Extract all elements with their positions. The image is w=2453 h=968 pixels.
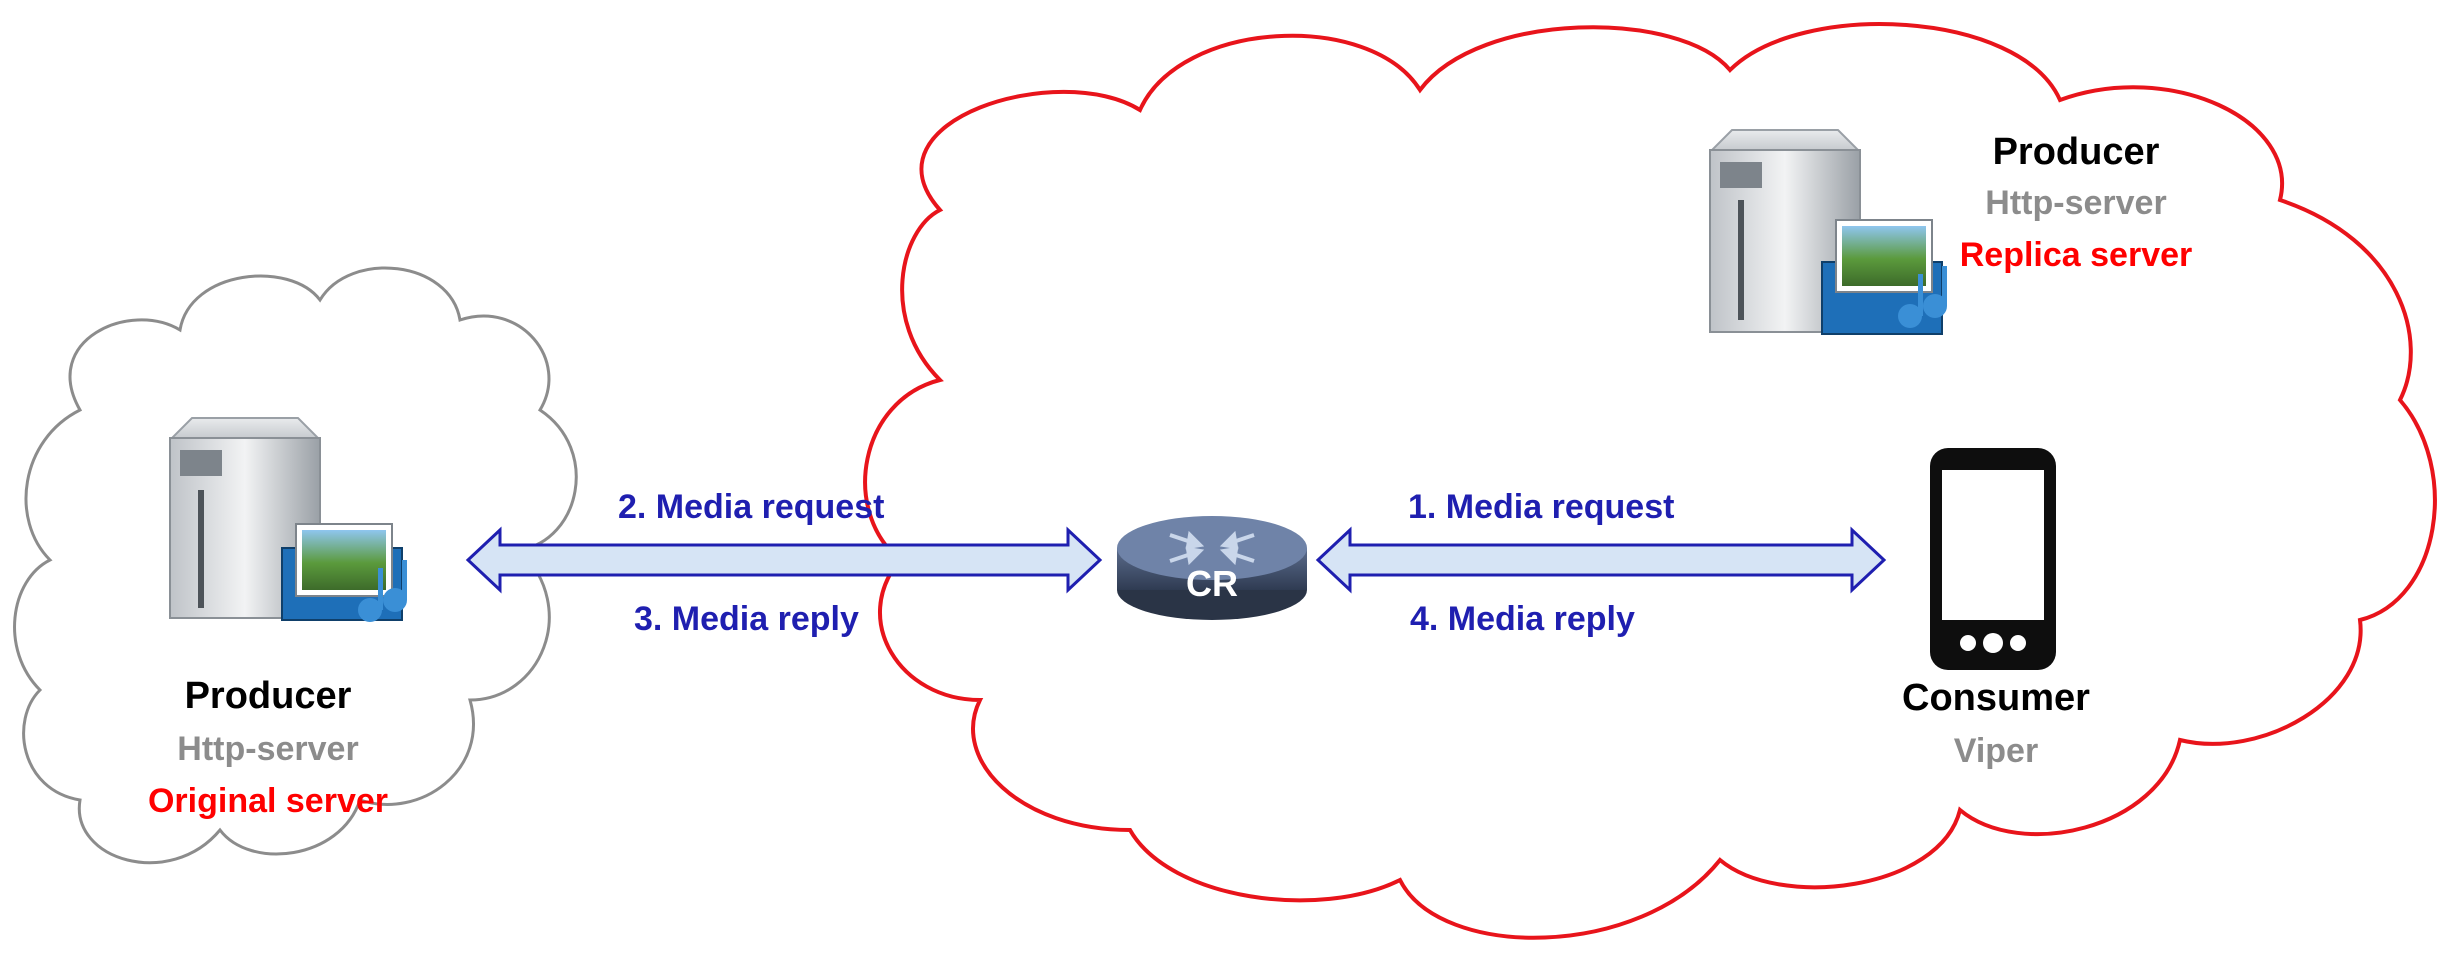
right-producer-type: Http-server (1985, 184, 2166, 222)
router-label: CR (1186, 563, 1238, 604)
label-media-reply-3: 3. Media reply (634, 600, 859, 638)
left-producer-title: Producer (185, 675, 352, 717)
right-producer-role: Replica server (1960, 236, 2193, 274)
server-icon-right (1709, 129, 1947, 335)
media-icon-right (1821, 219, 1947, 335)
right-producer-title: Producer (1993, 131, 2160, 173)
server-icon-left (169, 417, 407, 622)
label-media-request-2: 2. Media request (618, 488, 884, 526)
consumer-type: Viper (1954, 732, 2038, 770)
consumer-title: Consumer (1902, 677, 2090, 719)
double-arrow-left (465, 526, 1103, 594)
double-arrow-right (1315, 526, 1887, 594)
label-media-reply-4: 4. Media reply (1410, 600, 1635, 638)
media-icon-left (281, 523, 407, 622)
smartphone-icon (1930, 448, 2056, 670)
left-producer-type: Http-server (177, 730, 358, 768)
label-media-request-1: 1. Media request (1408, 488, 1674, 526)
right-cloud (863, 22, 2437, 940)
left-producer-role: Original server (148, 782, 388, 820)
router-icon: CR (1117, 516, 1307, 620)
